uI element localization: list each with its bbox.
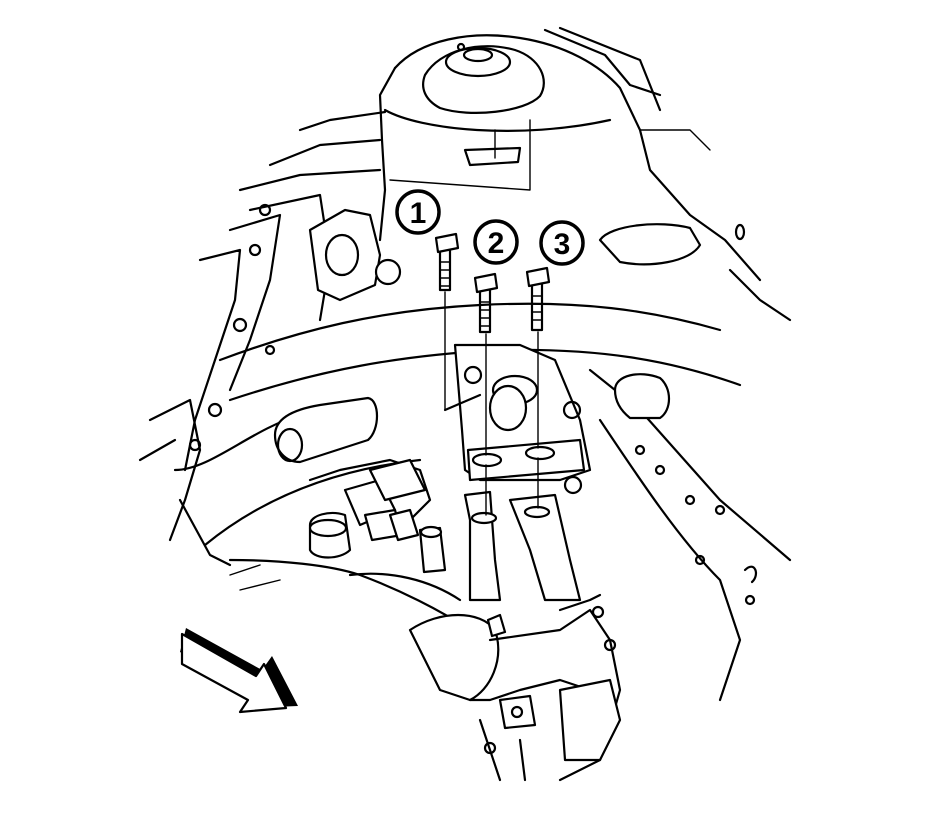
callout-1: 1: [395, 189, 441, 235]
transmission-mount: [443, 343, 592, 602]
callout-1-label: 1: [410, 197, 427, 230]
strut-tower: [378, 26, 762, 282]
callout-3: 3: [539, 220, 585, 266]
transmission-assembly: [228, 458, 622, 782]
mount-bolt-1: [434, 232, 460, 411]
callout-2-label: 2: [488, 227, 505, 260]
mount-bolt-2: [473, 272, 499, 516]
mount-bolt-3: [525, 266, 551, 509]
front-direction-arrow-icon: [180, 628, 298, 714]
body-rails: [138, 110, 402, 542]
callout-2: 2: [473, 219, 519, 265]
callout-3-label: 3: [554, 228, 571, 261]
